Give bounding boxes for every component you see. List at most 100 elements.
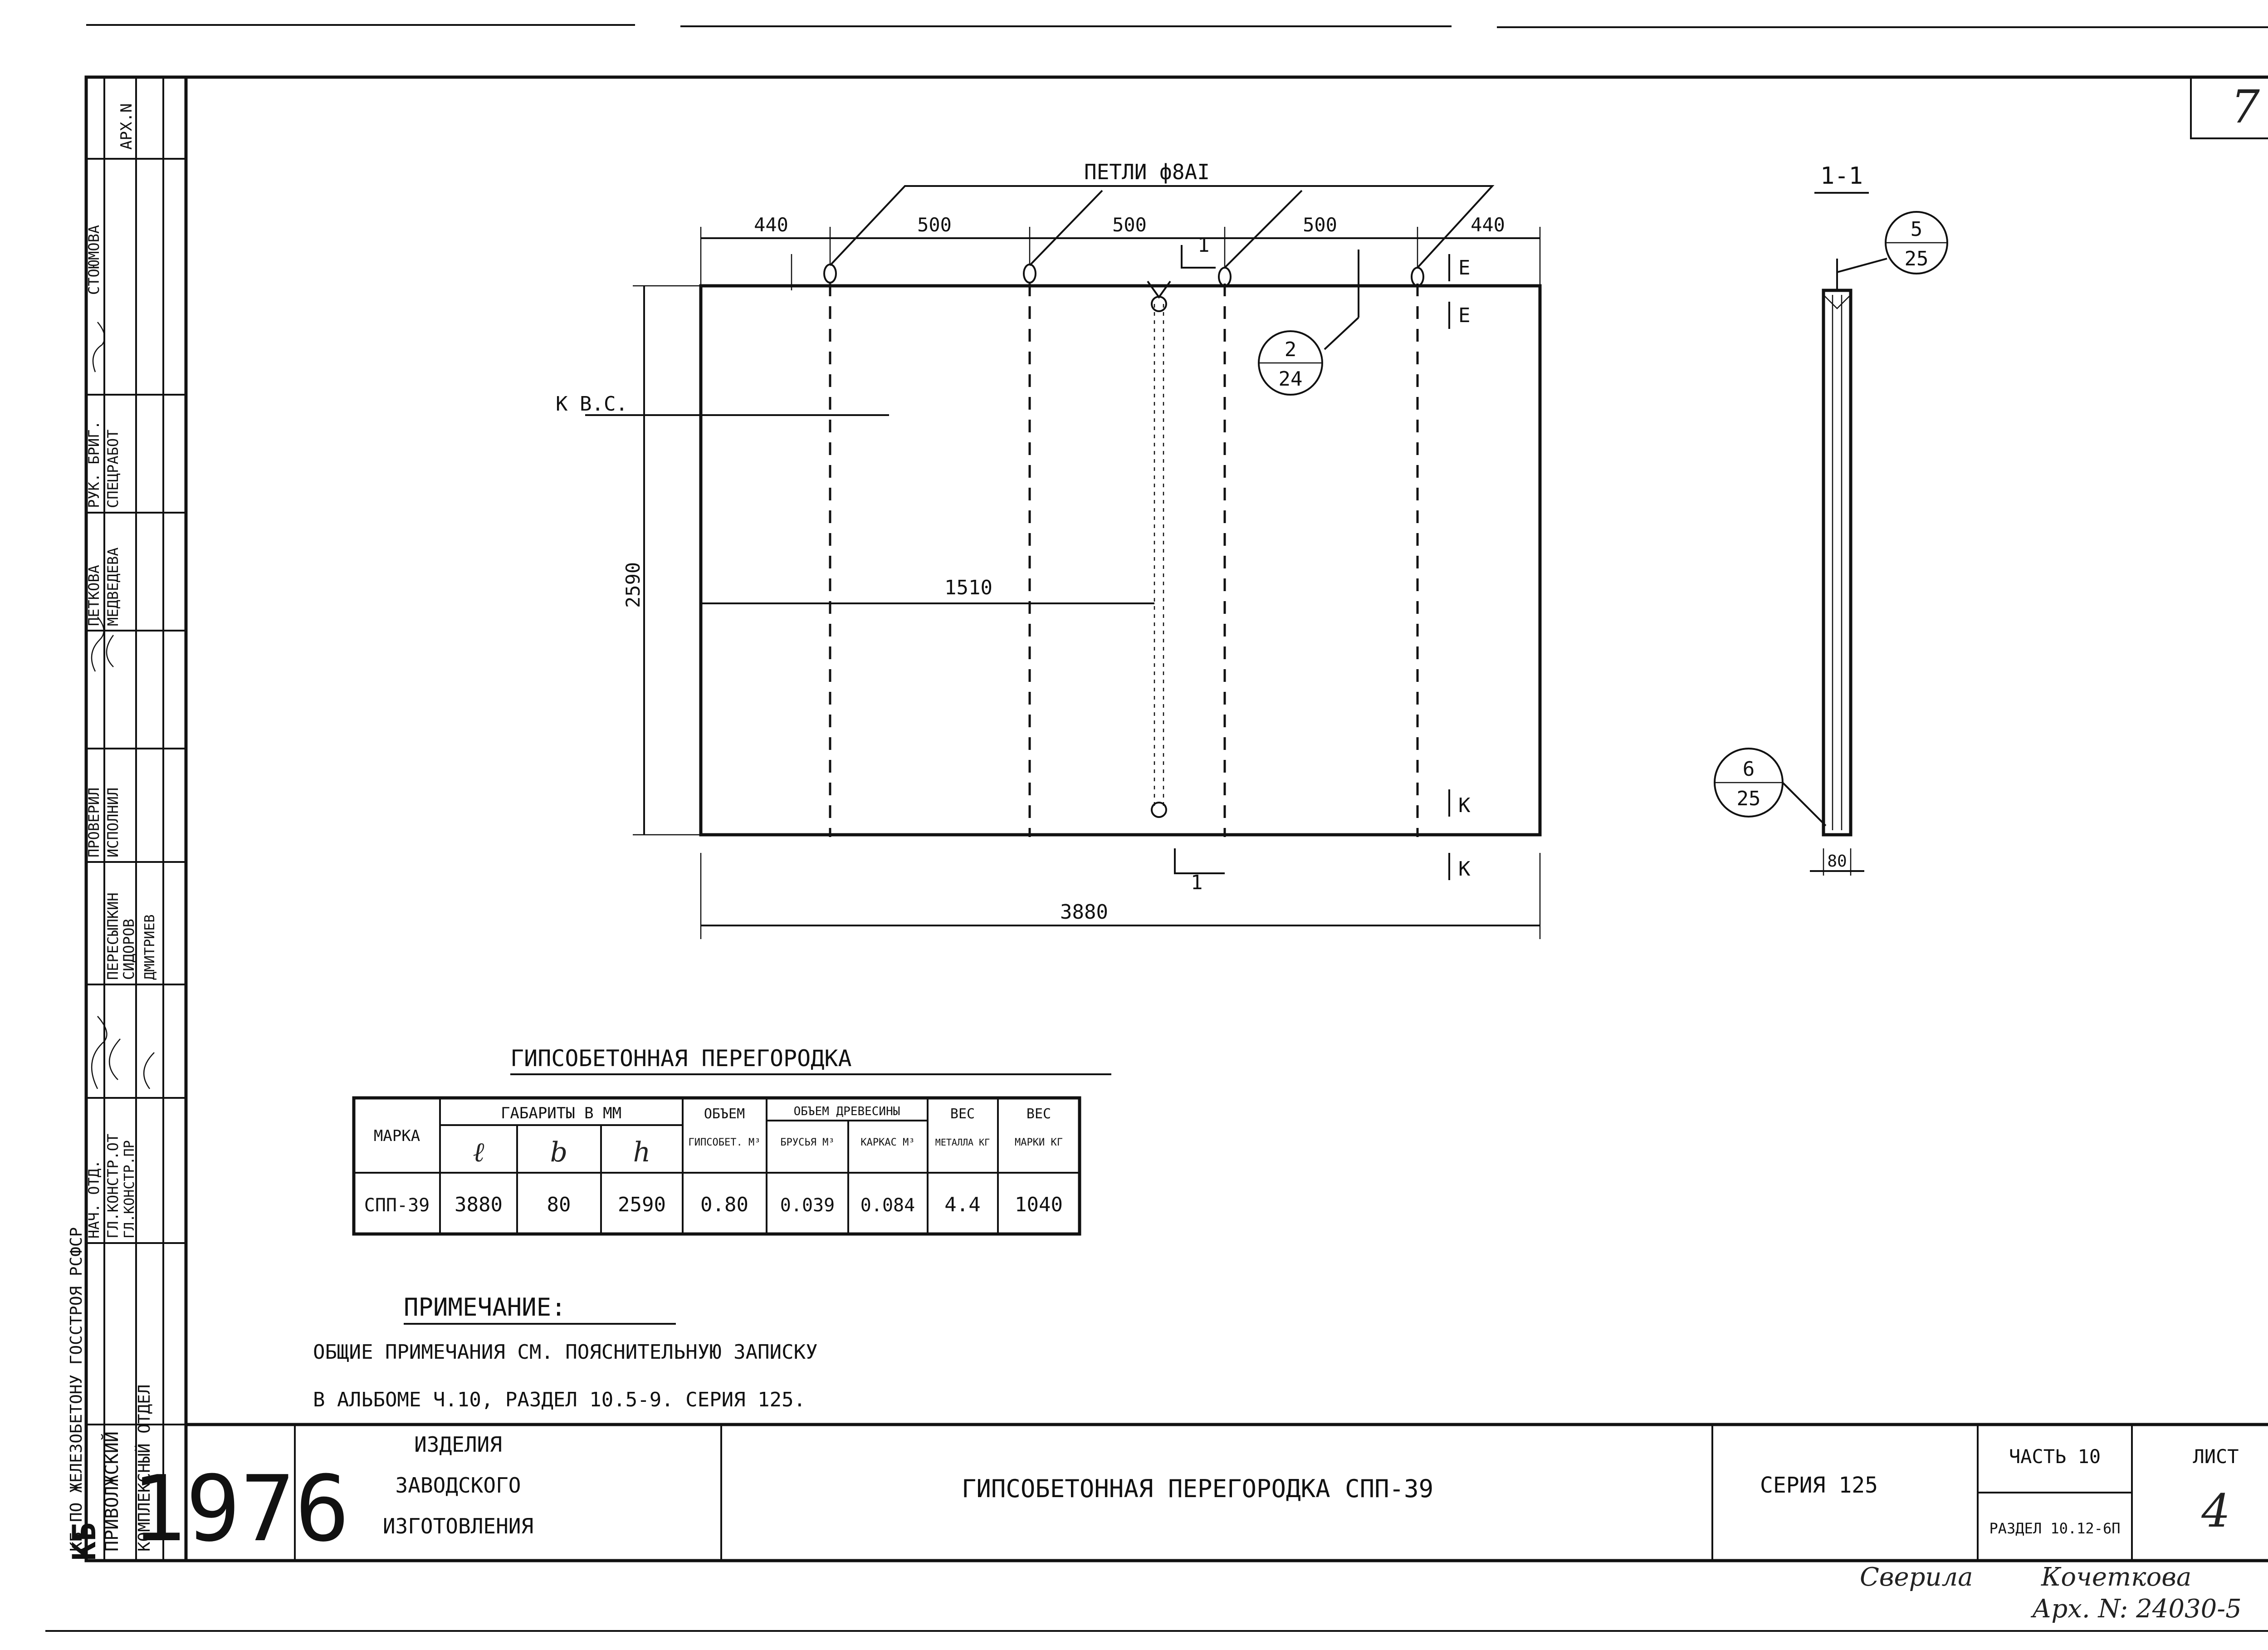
note-block: ПРИМЕЧАНИЕ: ОБЩИЕ ПРИМЕЧАНИЯ СМ. ПОЯСНИТ… (313, 1293, 818, 1411)
org-name-3: КОМПЛЕКСНЫЙ ОТДЕЛ (135, 1385, 154, 1552)
lifting-loop-2 (1023, 264, 1036, 284)
role-1: НАЧ. ОТД. (85, 1160, 103, 1239)
sign-col1-d: СТОЮМОВА (85, 225, 103, 295)
org-name-1: КБ ПО ЖЕЛЕЗОБЕТОНУ ГОССТРОЯ РСФСР (67, 1227, 86, 1552)
lifting-loop-3 (1218, 267, 1232, 287)
left-strip: АРХ.N ПРОВЕРИЛ ПЕТКОВА РУК. БРИГ. СТОЮМО… (66, 77, 186, 1561)
archive-number: Арх. N: 24030-5 (2030, 1594, 2242, 1624)
sign-col1-b: ПЕТКОВА (85, 565, 103, 626)
sheet-label: ЛИСТ (2193, 1445, 2239, 1468)
series: СЕРИЯ 125 (1760, 1473, 1878, 1498)
cell-mark: СПП-39 (364, 1195, 430, 1216)
cut-k-1: K (1458, 794, 1471, 817)
checker-name: Кочеткова (2041, 1562, 2191, 1592)
signature-3 (92, 322, 105, 372)
top-edge-marks (86, 24, 2268, 28)
sheet-number-title: 4 (2201, 1484, 2230, 1537)
sign-col2-b: МЕДВЕДЕВА (104, 548, 122, 626)
col-bars-header: БРУСЬЯ М³ (780, 1137, 834, 1148)
loops-label: ПЕТЛИ ф8AI (1084, 160, 1210, 184)
col-mark-header: МАРКА (374, 1127, 420, 1145)
sign-col1-c: РУК. БРИГ. (85, 421, 103, 508)
section-outline (1822, 289, 1853, 837)
section-mark-bottom: 1 (1191, 871, 1203, 894)
dim-height: 2590 (622, 562, 644, 608)
panel-elevation-view: ПЕТЛИ ф8AI 440 500 500 500 440 1 1 2 24 … (556, 160, 1542, 939)
name-3: ДМИТРИЕВ (142, 915, 158, 980)
role-3: ГЛ.КОНСТР.ПР (122, 1140, 137, 1239)
sheet-number-box (2190, 76, 2268, 139)
footer: Сверила Кочеткова Арх. N: 24030-5 (1860, 1562, 2242, 1624)
col-mass-sub: МАРКИ КГ (1015, 1137, 1063, 1148)
dim-top-5: 440 (1471, 214, 1505, 236)
col-metal-sub: МЕТАЛЛА КГ (935, 1137, 990, 1148)
ref-leader (1324, 317, 1359, 350)
kb-mark: КБ (66, 1523, 103, 1561)
cell-frame: 0.084 (860, 1195, 915, 1216)
name-2: СИДОРОВ (120, 919, 137, 980)
signature-1 (91, 617, 114, 672)
category-2: ЗАВОДСКОГО (396, 1473, 521, 1498)
archive-label: АРХ.N (117, 103, 136, 150)
col-volume-header: ОБЪЕМ (704, 1106, 745, 1122)
part: ЧАСТЬ 10 (2009, 1445, 2101, 1468)
year: 1976 (131, 1456, 350, 1562)
category-3: ИЗГОТОВЛЕНИЯ (383, 1514, 533, 1538)
note-title: ПРИМЕЧАНИЕ: (404, 1293, 566, 1322)
col-mass-header: ВЕС (1026, 1106, 1051, 1122)
section-ref-bot-num: 6 (1743, 758, 1755, 781)
table-title: ГИПСОБЕТОННАЯ ПЕРЕГОРОДКА (510, 1045, 852, 1072)
checked-label: Сверила (1860, 1562, 1973, 1592)
dim-top-3: 500 (1112, 214, 1147, 236)
cut-e-2: E (1458, 304, 1471, 327)
section-number: РАЗДЕЛ 10.12-6П (1989, 1520, 2121, 1537)
cut-e-1: E (1458, 256, 1471, 279)
sheet-number: 7 (2231, 80, 2260, 133)
name-1: ПЕРЕСЫПКИН (104, 892, 122, 980)
section-marker-top (1181, 245, 1216, 269)
section-ref-top-sheet: 25 (1905, 247, 1929, 270)
sign-col1-a: ПРОВЕРИЛ (85, 788, 103, 857)
section-marker-bottom (1174, 848, 1225, 874)
dim-inner: 1510 (944, 576, 992, 599)
section-ref-top-num: 5 (1911, 218, 1923, 241)
cell-volume: 0.80 (700, 1193, 748, 1216)
sheet-frame (84, 75, 2268, 1562)
col-metal-header: ВЕС (950, 1106, 975, 1122)
section-ref-bot-sheet: 25 (1737, 787, 1761, 810)
section-1-1-view: 1-1 5 25 6 25 80 (1714, 162, 1948, 876)
section-mark-top: 1 (1198, 234, 1210, 257)
dim-width: 3880 (1060, 901, 1108, 924)
cell-width: 80 (547, 1193, 571, 1216)
section-thickness: 80 (1827, 852, 1847, 871)
role-2: ГЛ.КОНСТР.ОТ (104, 1134, 122, 1239)
col-frame-header: КАРКАС М³ (860, 1137, 914, 1148)
ref-top-sheet: 24 (1279, 367, 1303, 391)
col-h-header: h (633, 1136, 651, 1168)
mark-label: К В.С. (556, 392, 628, 416)
note-line-2: В АЛЬБОМЕ Ч.10, РАЗДЕЛ 10.5-9. СЕРИЯ 125… (313, 1388, 806, 1411)
col-volume-sub: ГИПСОБЕТ. М³ (689, 1137, 761, 1148)
cell-mass: 1040 (1015, 1193, 1063, 1216)
dim-top-4: 500 (1303, 214, 1337, 236)
sign-col2-c: СПЕЦРАБОТ (104, 430, 122, 508)
signature-2 (91, 1016, 155, 1089)
col-wood-header: ОБЪЕМ ДРЕВЕСИНЫ (794, 1105, 900, 1118)
ref-top-num: 2 (1285, 338, 1297, 361)
center-loop-bottom (1151, 802, 1167, 818)
dim-top-2: 500 (917, 214, 952, 236)
lifting-loop-1 (823, 264, 837, 284)
title-block: 1976 ИЗДЕЛИЯ ЗАВОДСКОГО ИЗГОТОВЛЕНИЯ ГИП… (86, 1423, 2268, 1562)
org-name-2: ПРИВОЛЖСКИЙ (101, 1431, 122, 1552)
note-line-1: ОБЩИЕ ПРИМЕЧАНИЯ СМ. ПОЯСНИТЕЛЬНУЮ ЗАПИС… (313, 1341, 818, 1364)
cell-bars: 0.039 (780, 1195, 835, 1216)
cut-k-2: K (1458, 857, 1471, 881)
col-l-header: ℓ (473, 1136, 484, 1168)
col-dims-header: ГАБАРИТЫ В ММ (501, 1104, 621, 1122)
dim-top-1: 440 (754, 214, 788, 236)
cell-metal: 4.4 (944, 1193, 980, 1216)
spec-table: ГИПСОБЕТОННАЯ ПЕРЕГОРОДКА МАРКА ГАБАРИТЫ… (352, 1045, 1111, 1236)
section-ref-top-leader (1837, 258, 1887, 273)
section-ref-bot-leader (1782, 782, 1827, 827)
lifting-loop-4 (1411, 267, 1424, 287)
